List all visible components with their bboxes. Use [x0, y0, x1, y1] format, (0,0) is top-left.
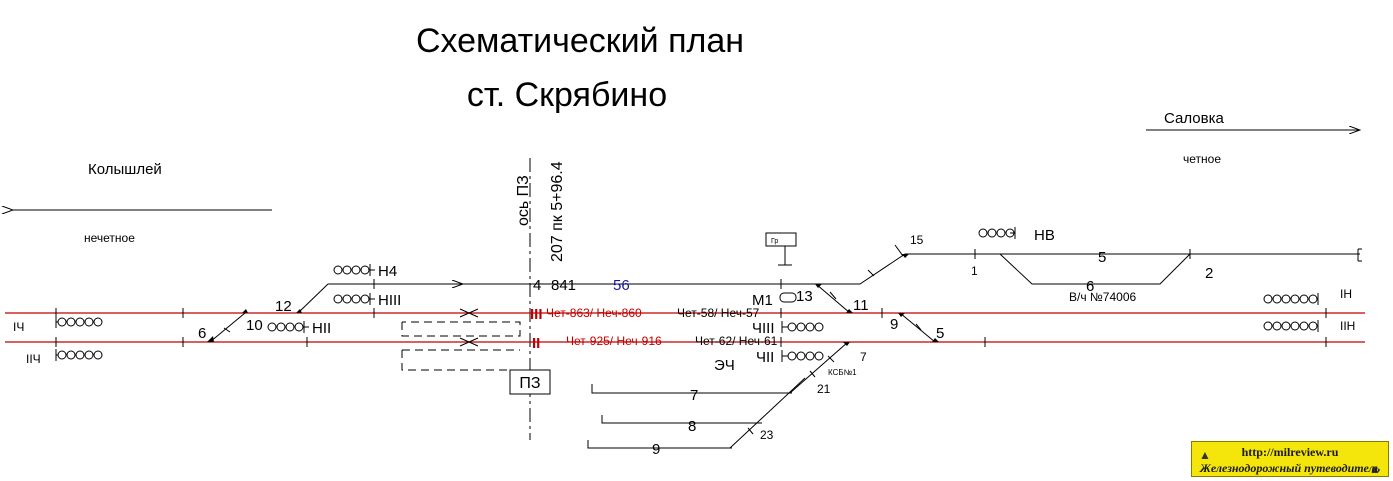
signal-M1-label: М1 [752, 292, 773, 309]
switch-marks [223, 244, 922, 435]
site-badge[interactable]: ▲ ▲ http://milreview.ru Железнодорожный … [1191, 441, 1389, 477]
siding-8 [601, 415, 762, 424]
train-right-icon: ▲ [1369, 462, 1381, 476]
switch-12-label: 12 [275, 298, 292, 315]
main-track-II-right-label: IIН [1340, 319, 1355, 333]
switch-23-label: 23 [760, 428, 774, 442]
direction-right-parity: четное [1183, 152, 1221, 166]
axis-km: 207 пк 5+96.4 [549, 161, 566, 262]
track-5-label: 5 [1098, 249, 1106, 266]
signal-NIII-label: НIII [378, 292, 401, 309]
ksb-label: КСБ№1 [828, 368, 857, 377]
connector-21-23 [729, 377, 806, 449]
range-label-3: Чет-925/ Неч-916 [566, 334, 662, 348]
track-6-label: 6 [1086, 278, 1094, 295]
range-label-1: Чет-863/ Неч-860 [546, 306, 642, 320]
direction-left-parity: нечетное [84, 231, 135, 245]
direction-right-name: Саловка [1164, 110, 1224, 127]
signal-ChII-label: ЧII [756, 349, 774, 366]
range-label-2: Чет-58/ Неч-57 [677, 306, 760, 320]
signal-N4-label: Н4 [378, 263, 397, 280]
military-unit-label: В/ч №74006 [1069, 290, 1136, 304]
switch-blades [207, 254, 939, 346]
track-4-length: 841 [551, 277, 576, 294]
switch-7-label: 7 [860, 350, 867, 364]
track-8-label: 8 [688, 418, 696, 435]
main-track-I-right-label: IН [1340, 287, 1352, 301]
pz-box [509, 369, 551, 395]
siding-7 [591, 384, 792, 394]
switch-9-label: 9 [890, 316, 898, 333]
pz-label: ПЗ [519, 375, 540, 392]
badge-text: Железнодорожный путеводитель [1199, 461, 1381, 475]
switch-15-label: 15 [910, 233, 924, 247]
grm-marker [765, 232, 797, 266]
switch-11-label: 11 [853, 297, 869, 314]
badge-url[interactable]: http://milreview.ru [1241, 445, 1339, 459]
train-left-icon: ▲ [1199, 448, 1211, 462]
track-4-label: 4 [533, 277, 541, 294]
track-6 [999, 253, 1191, 285]
insulating-joints [55, 248, 1362, 347]
range-label-4: Чет-62/ Неч-61 [695, 334, 778, 348]
main-track-II-label: II [532, 335, 540, 352]
connector-13-11 [815, 283, 851, 314]
axis-label: ось ПЗ [515, 175, 532, 226]
title-line1: Схематический план [416, 22, 744, 60]
connector-9-5 [899, 312, 936, 343]
siding-9 [587, 440, 732, 449]
direction-left-name: Колышлей [88, 161, 162, 178]
ech-label: ЭЧ [714, 357, 735, 374]
signal-posts [55, 227, 1319, 362]
track-7-label: 7 [690, 387, 698, 404]
main-track-I-left-label: IЧ [13, 320, 24, 334]
track-2-label: 2 [1205, 265, 1213, 282]
title-line2: ст. Скрябино [467, 76, 667, 114]
track-4 [297, 253, 1360, 314]
connector-7-21 [789, 341, 849, 394]
signal-ChIII-label: ЧIII [752, 320, 775, 337]
signal-NII-label: НII [312, 320, 331, 337]
signal-lamps [57, 228, 1318, 361]
switch-21-label: 21 [817, 382, 831, 396]
switch-6-label: 6 [198, 325, 206, 342]
track-1-label: 1 [971, 264, 978, 278]
connector-6-10 [209, 312, 246, 343]
main-track-I-label: III [530, 306, 543, 323]
switch-13-label: 13 [796, 288, 813, 305]
switch-5-label: 5 [936, 325, 944, 342]
grm-label: Гр [771, 238, 778, 245]
platform-crossing-marks [459, 308, 479, 347]
track-9-label: 9 [652, 441, 660, 458]
platform-dashed [401, 321, 521, 371]
track-4-capacity: 56 [613, 277, 630, 294]
signal-NV-label: НВ [1034, 227, 1055, 244]
main-track-II-left-label: IIЧ [26, 352, 41, 366]
switch-10-label: 10 [246, 317, 263, 334]
